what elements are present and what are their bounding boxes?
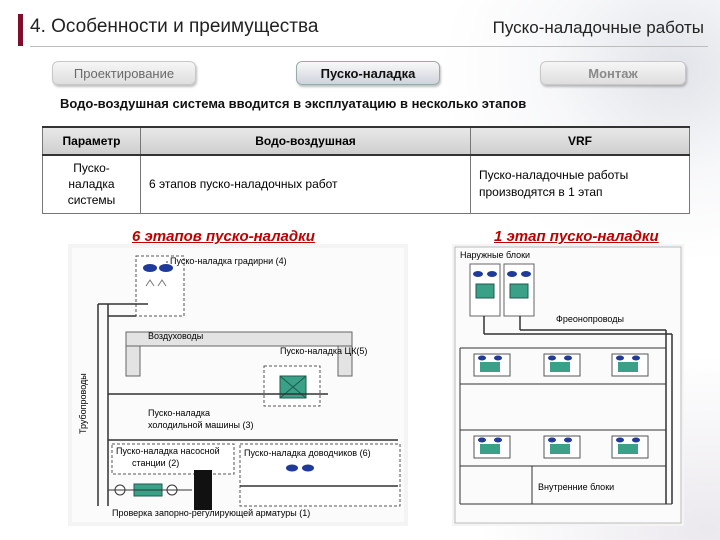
- label-indoor: Внутренние блоки: [538, 482, 614, 492]
- indoor-units-row-2: [460, 429, 666, 467]
- label-ducts: Воздуховоды: [148, 331, 203, 341]
- tab-commissioning[interactable]: Пуско-наладка: [296, 61, 440, 85]
- header-param: Параметр: [42, 126, 141, 156]
- label-outdoor: Наружные блоки: [460, 250, 530, 260]
- slide-subtitle: Водо-воздушная система вводится в эксплу…: [60, 96, 527, 111]
- header-divider: [30, 46, 708, 47]
- cooling-tower-icon: [135, 255, 185, 317]
- vrf-system-diagram: Наружные блоки Фреонопроводы: [452, 244, 684, 526]
- label-pipes: Трубопроводы: [78, 373, 88, 434]
- table-header-row: Параметр Водо-воздушная VRF: [42, 126, 690, 156]
- water-air-system-diagram: Пуско-наладка градирни (4) Воздуховоды П…: [68, 244, 408, 526]
- page-title: 4. Особенности и преимущества: [30, 16, 319, 37]
- comparison-table: Параметр Водо-воздушная VRF Пуско- налад…: [42, 126, 690, 214]
- label-ahu: Пуско-наладка ЦК(5): [280, 346, 367, 356]
- label-pump-1: Пуско-наладка насосной: [116, 446, 220, 456]
- label-freon: Фреонопроводы: [556, 314, 624, 324]
- cell-vrf: Пуско-наладочные работы производятся в 1…: [470, 155, 690, 214]
- fancoil-fan-icon: [286, 464, 298, 472]
- table-row: Пуско- наладка системы 6 этапов пуско-на…: [42, 155, 690, 214]
- label-fancoil: Пуско-наладка доводчиков (6): [244, 448, 371, 458]
- header-water-air: Водо-воздушная: [140, 126, 471, 156]
- label-pump-2: станции (2): [132, 458, 179, 468]
- cell-water-air: 6 этапов пуско-наладочных работ: [140, 155, 471, 214]
- header-accent-bar: [18, 14, 23, 46]
- tab-installation[interactable]: Монтаж: [540, 61, 686, 85]
- left-diagram-title: 6 этапов пуско-наладки: [132, 228, 315, 245]
- label-valves: Проверка запорно-регулирующей арматуры (…: [112, 508, 310, 518]
- label-chiller-1: Пуско-наладка: [148, 408, 210, 418]
- header-vrf: VRF: [470, 126, 690, 156]
- tank-icon: [194, 470, 212, 510]
- tab-design[interactable]: Проектирование: [52, 61, 196, 85]
- label-chiller-2: холодильной машины (3): [148, 420, 253, 430]
- indoor-units-row-1: [460, 347, 666, 385]
- cell-param: Пуско- наладка системы: [42, 155, 141, 214]
- outdoor-unit-icon: [469, 263, 535, 317]
- section-title: Пуско-наладочные работы: [492, 18, 704, 37]
- label-tower: Пуско-наладка градирни (4): [170, 256, 287, 266]
- right-diagram-title: 1 этап пуско-наладки: [494, 228, 659, 245]
